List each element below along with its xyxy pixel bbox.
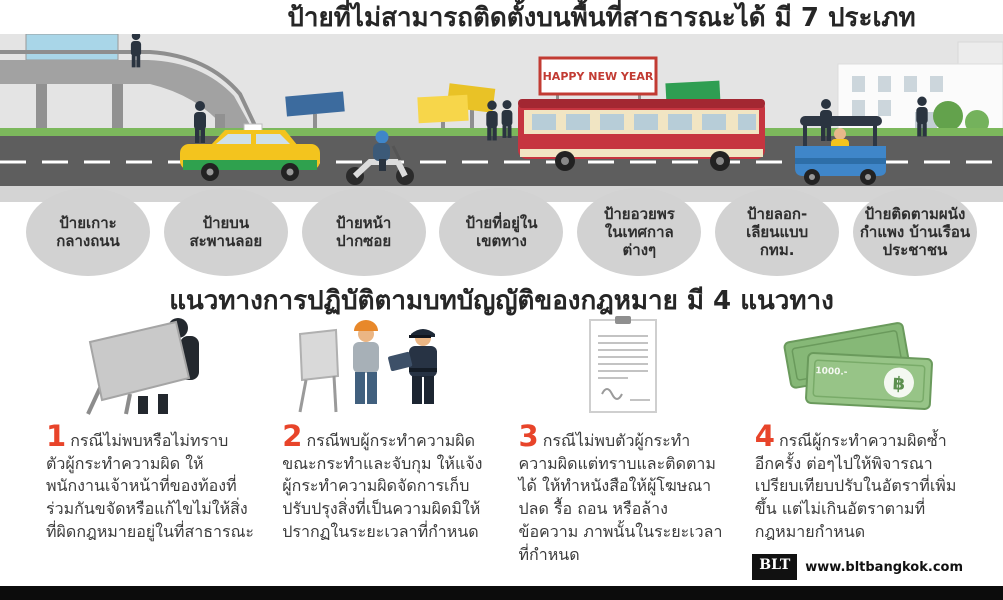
- legal-notice-document-icon: [519, 316, 727, 416]
- tuktuk-driver-icon: [834, 128, 846, 140]
- grass-strip: [0, 128, 1003, 136]
- website-url: www.bltbangkok.com: [805, 559, 963, 575]
- blt-logo: BLT: [752, 554, 798, 580]
- rider-helmet: [375, 130, 389, 144]
- guideline-body: กรณีผู้กระทำความผิดซ้ำอีกครั้ง ต่อๆไปให้…: [754, 431, 957, 541]
- motorcycle: [346, 130, 414, 185]
- sign-type-circle-5: ป้ายอวยพร ในเทศกาล ต่างๆ: [577, 188, 702, 276]
- fine-banknotes-icon: ฿ 1000.-: [755, 316, 963, 416]
- pedestrian-bridge: [0, 31, 260, 136]
- sign-type-circle-2: ป้ายบน สะพานลอย: [163, 188, 288, 276]
- street-scene: HAPPY NEW YEAR: [0, 31, 1003, 202]
- sign-type-label: ป้ายเกาะ กลางถนน: [56, 214, 120, 250]
- banknote-value: 1000.-: [815, 366, 848, 378]
- main-title: ป้ายที่ไม่สามารถติดตั้งบนพื้นที่สาธารณะไ…: [287, 3, 916, 33]
- sign-types-row: ป้ายเกาะ กลางถนน ป้ายบน สะพานลอย ป้ายหน้…: [26, 188, 977, 276]
- sign-type-label: ป้ายบน สะพานลอย: [189, 214, 263, 250]
- red-bus: [518, 99, 765, 171]
- guidelines-title: แนวทางการปฏิบัติตามบทบัญญัติของกฎหมาย มี…: [169, 286, 834, 316]
- bridge-billboard: [25, 33, 119, 61]
- baht-symbol: ฿: [892, 373, 906, 395]
- blue-sign: [285, 91, 345, 130]
- guideline-body: กรณีไม่พบตัวผู้กระทำความผิดแต่ทราบและติด…: [518, 431, 723, 564]
- guideline-number: 4: [754, 419, 775, 453]
- bottom-bar: [0, 586, 1003, 600]
- officer-arresting-offender-icon: [282, 316, 490, 416]
- sign-type-label: ป้ายติดตามผนัง กำแพง บ้านเรือน ประชาชน: [859, 205, 971, 259]
- guideline-body: กรณีไม่พบหรือไม่ทราบตัวผู้กระทำความผิด ใ…: [46, 431, 255, 541]
- bus-banner-text: HAPPY NEW YEAR: [543, 70, 654, 83]
- sign-type-label: ป้ายหน้า ปากซอย: [336, 214, 392, 250]
- happy-new-year-sign: HAPPY NEW YEAR: [538, 56, 658, 102]
- guideline-body: กรณีพบผู้กระทำความผิดขณะกระทำและจับกุม ใ…: [282, 431, 483, 541]
- sign-type-circle-4: ป้ายที่อยู่ใน เขตทาง: [439, 188, 564, 276]
- sign-type-label: ป้ายอวยพร ในเทศกาล ต่างๆ: [603, 205, 675, 259]
- sign-type-circle-1: ป้ายเกาะ กลางถนน: [26, 188, 150, 276]
- worker-removing-sign-icon: [46, 316, 254, 416]
- tuk-tuk: [795, 116, 886, 185]
- footer: BLT www.bltbangkok.com: [752, 554, 963, 580]
- guideline-number: 2: [282, 419, 303, 453]
- sign-type-label: ป้ายลอก- เลียนแบบ กทม.: [746, 205, 809, 259]
- yellow-signs: [417, 83, 496, 130]
- guideline-number: 3: [518, 419, 539, 453]
- sign-type-circle-3: ป้ายหน้า ปากซอย: [301, 188, 426, 276]
- sign-type-circle-6: ป้ายลอก- เลียนแบบ กทม.: [715, 188, 840, 276]
- sign-type-label: ป้ายที่อยู่ใน เขตทาง: [465, 214, 538, 250]
- taxi: [180, 123, 320, 181]
- guideline-number: 1: [46, 419, 67, 453]
- sign-type-circle-7: ป้ายติดตามผนัง กำแพง บ้านเรือน ประชาชน: [852, 188, 977, 276]
- street-scene-illustration: HAPPY NEW YEAR: [0, 31, 1003, 202]
